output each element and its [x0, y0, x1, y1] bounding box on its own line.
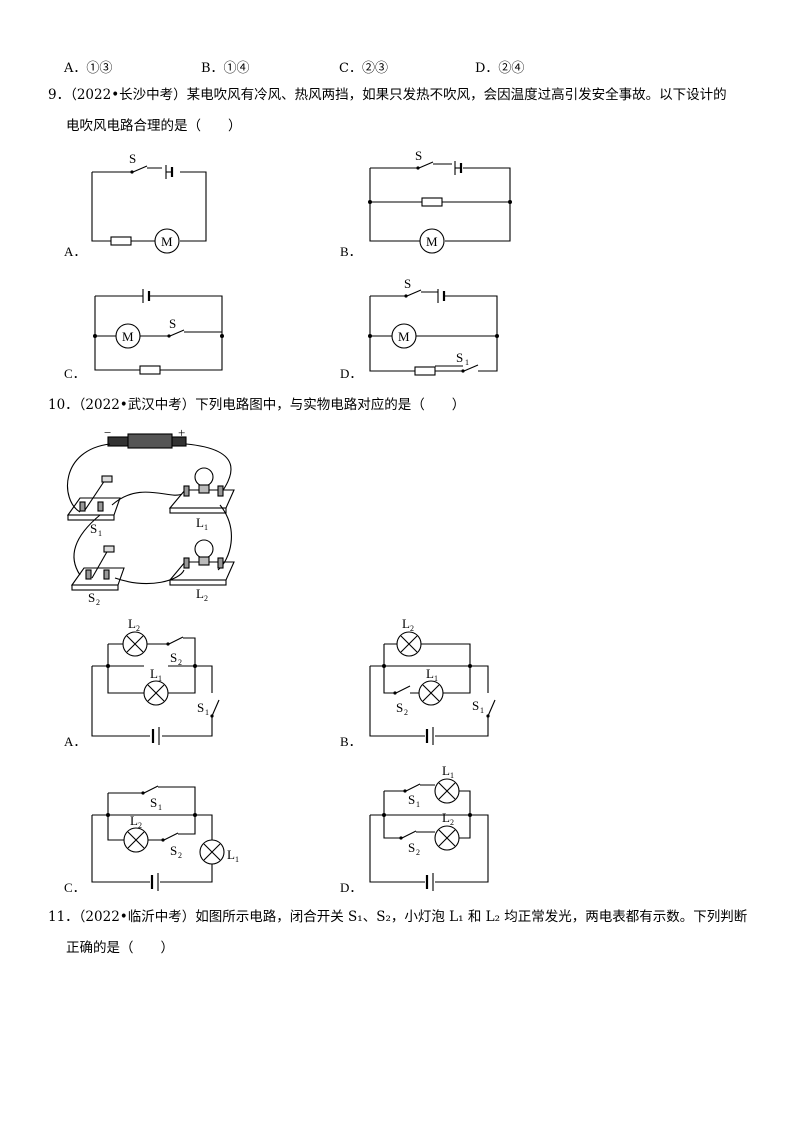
switch-label: S [415, 148, 422, 163]
s2-label: S [408, 840, 415, 855]
q10-diagram-b: L 2 L 1 S 2 S 1 B． [340, 616, 496, 749]
subscript: 1 [450, 771, 454, 780]
q9-diagram-c: M S C． [64, 289, 224, 381]
q8-option-a: A．①③ [64, 61, 113, 76]
subscript: 1 [416, 800, 420, 809]
switch-s1-label: S [456, 350, 463, 365]
subscript: 2 [178, 851, 182, 860]
l2-label: L [402, 616, 410, 631]
s2-label: S [396, 700, 403, 715]
q10-diagram-a: L 2 S 2 L 1 S 1 A． [64, 616, 220, 749]
l2-label: L [442, 810, 450, 825]
subscript: 1 [480, 706, 484, 715]
q10-physical-circuit: − + S 1 L 1 S 2 [66, 425, 235, 607]
subscript: 2 [138, 821, 142, 830]
subscript: 2 [410, 624, 414, 633]
q9-d-label: D． [340, 366, 362, 381]
l1-label: L [227, 847, 235, 862]
battery-plus: + [178, 425, 185, 440]
q9-diagram-b: S M B． [340, 148, 512, 259]
q10-b-label: B． [340, 734, 362, 749]
q9-diagram-a: S M A． [64, 151, 207, 259]
q9-diagram-d: S M S 1 D． [340, 276, 499, 381]
q8-option-b: B．①④ [201, 61, 250, 76]
q10-diagram-d: L 1 S 1 L 2 S 2 D． [340, 763, 489, 895]
l1-label: L [442, 763, 450, 778]
s2-label: S [88, 590, 95, 605]
subscript: 2 [136, 624, 140, 633]
q10-diagram-c: S 1 L 2 S 2 L 1 C． [64, 785, 239, 895]
l2-label: L [128, 616, 136, 631]
s2-label: S [170, 843, 177, 858]
s1-label: S [197, 700, 204, 715]
subscript: 2 [416, 848, 420, 857]
s1-label: S [90, 521, 97, 536]
subscript: 2 [96, 598, 100, 607]
s2-label: S [170, 650, 177, 665]
q9-a-label: A． [64, 244, 86, 259]
s1-label: S [150, 795, 157, 810]
motor-label: M [398, 329, 410, 344]
subscript: 2 [204, 594, 208, 603]
q8-option-d: D．②④ [475, 61, 525, 76]
q9-line1: 9．（2022•长沙中考）某电吹风有冷风、热风两挡，如果只发热不吹风，会因温度过… [48, 87, 727, 103]
subscript: 1 [465, 358, 469, 367]
q10-c-label: C． [64, 880, 86, 895]
q10-a-label: A． [64, 734, 86, 749]
l2-label: L [196, 586, 204, 601]
battery-minus: − [104, 425, 111, 440]
q10-line1: 10．（2022•武汉中考）下列电路图中，与实物电路对应的是（ ） [48, 397, 466, 413]
q8-option-c: C．②③ [339, 61, 388, 76]
s1-label: S [472, 698, 479, 713]
switch-label: S [129, 151, 136, 166]
q9-line2: 电吹风电路合理的是（ ） [66, 118, 242, 134]
switch-label: S [404, 276, 411, 291]
l2-label: L [130, 813, 138, 828]
subscript: 2 [404, 708, 408, 717]
q10-d-label: D． [340, 880, 362, 895]
subscript: 2 [178, 658, 182, 667]
subscript: 1 [205, 708, 209, 717]
subscript: 1 [158, 803, 162, 812]
subscript: 1 [98, 529, 102, 538]
switch-label: S [169, 316, 176, 331]
subscript: 1 [158, 674, 162, 683]
s1-label: S [408, 792, 415, 807]
q11-line2: 正确的是（ ） [66, 940, 174, 956]
q11-line1: 11．（2022•临沂中考）如图所示电路，闭合开关 S₁、S₂，小灯泡 L₁ 和… [48, 909, 748, 925]
q9-c-label: C． [64, 366, 86, 381]
l1-label: L [196, 515, 204, 530]
subscript: 2 [450, 818, 454, 827]
subscript: 1 [434, 674, 438, 683]
subscript: 1 [235, 855, 239, 864]
q9-b-label: B． [340, 244, 362, 259]
motor-label: M [122, 329, 134, 344]
motor-label: M [161, 234, 173, 249]
motor-label: M [426, 234, 438, 249]
l1-label: L [426, 666, 434, 681]
subscript: 1 [204, 523, 208, 532]
l1-label: L [150, 666, 158, 681]
